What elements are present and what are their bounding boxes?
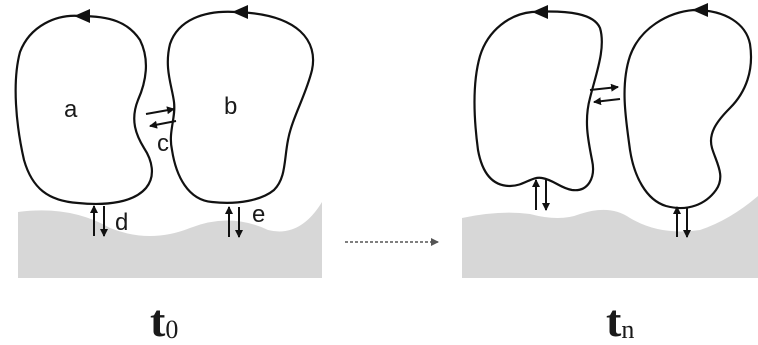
panel-t0: a b c d e t0 — [14, 5, 322, 345]
cell-b-tn-direction-arrowhead — [692, 3, 708, 17]
cell-a-tn-direction-arrowhead — [532, 5, 548, 19]
cell-a-outline — [14, 14, 153, 206]
time-label-t0: t0 — [150, 295, 178, 345]
label-e: e — [252, 201, 265, 228]
label-a: a — [64, 96, 78, 123]
time-label-tn: tn — [606, 295, 634, 345]
contact-c-arrow-left — [149, 120, 177, 129]
tn-contact-arrow-left — [593, 97, 621, 106]
tn-contact-arrow-right — [589, 83, 619, 92]
substrate-tn — [462, 196, 758, 278]
cell-a-tn-outline — [473, 10, 603, 192]
cell-a-direction-arrowhead — [74, 9, 90, 23]
panel-tn: tn — [462, 3, 758, 345]
cell-b-tn-outline — [623, 8, 753, 210]
label-b: b — [224, 93, 237, 120]
substrate-t0 — [18, 202, 322, 278]
cell-b-outline — [166, 10, 315, 204]
label-c: c — [157, 130, 169, 157]
label-d: d — [115, 209, 128, 236]
contact-c-arrow-right — [145, 106, 175, 115]
cell-b-direction-arrowhead — [232, 5, 248, 19]
